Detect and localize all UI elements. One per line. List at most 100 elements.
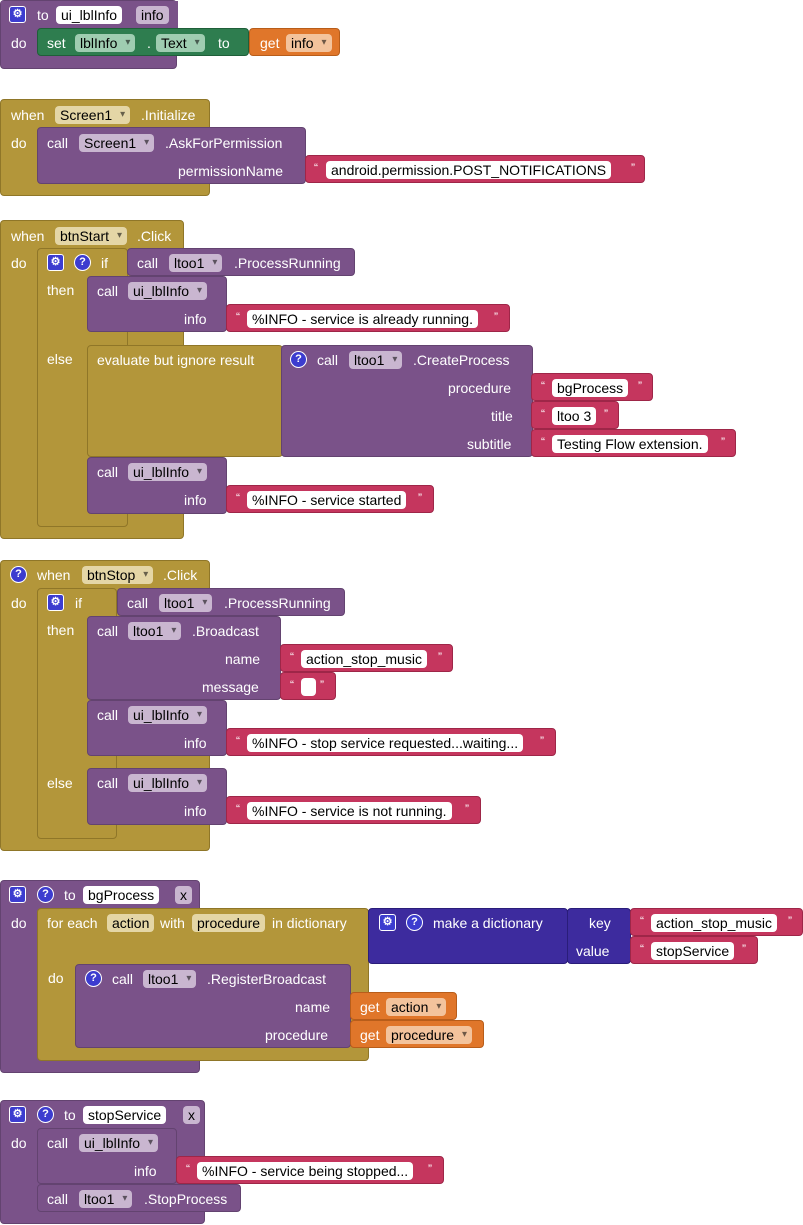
component-dropdown[interactable]: btnStart — [55, 227, 128, 245]
text-field[interactable]: action_stop_music — [301, 650, 427, 668]
call-keyword: call — [97, 707, 119, 723]
loop-var-value[interactable]: procedure — [192, 914, 266, 932]
text-field[interactable]: %INFO - service is not running. — [247, 802, 452, 820]
help-icon[interactable]: ? — [85, 970, 102, 987]
set-lblinfo-text-block[interactable]: set lblInfo . Text to — [37, 28, 249, 56]
text-field[interactable]: %INFO - service being stopped... — [197, 1162, 414, 1180]
procedure-dropdown[interactable]: ui_lblInfo — [128, 282, 208, 300]
open-quote: “ — [236, 734, 240, 748]
for-each-keyword: for each — [47, 915, 98, 931]
call-createprocess-block[interactable]: ? call ltoo1 .CreateProcess procedure ti… — [281, 345, 533, 457]
event-name: .Initialize — [141, 107, 196, 123]
call-ui-lblinfo-requested[interactable]: call ui_lblInfo info — [87, 700, 227, 756]
pair-block[interactable]: key value — [567, 908, 631, 964]
call-ui-lblinfo-stopping[interactable]: call ui_lblInfo info — [37, 1128, 177, 1184]
call-registerbroadcast-block[interactable]: ? call ltoo1 .RegisterBroadcast name pro… — [75, 964, 351, 1048]
procedure-name-field[interactable]: ui_lblInfo — [56, 6, 123, 24]
component-dropdown[interactable]: lblInfo — [75, 34, 136, 52]
variable-dropdown[interactable]: action — [386, 998, 447, 1016]
open-quote: “ — [236, 491, 240, 505]
text-message[interactable]: “ ” — [280, 672, 336, 700]
procedure-dropdown[interactable]: ui_lblInfo — [128, 463, 208, 481]
loop-var-key[interactable]: action — [107, 914, 155, 932]
message-label: message — [202, 679, 259, 695]
text-field[interactable]: action_stop_music — [651, 914, 777, 932]
text-msg-stopping[interactable]: “ %INFO - service being stopped... ” — [176, 1156, 444, 1184]
component-dropdown[interactable]: Screen1 — [79, 134, 155, 152]
help-icon[interactable]: ? — [74, 254, 91, 271]
text-msg-not-running[interactable]: “ %INFO - service is not running. ” — [226, 796, 481, 824]
call-askforpermission-block[interactable]: call Screen1 .AskForPermission permissio… — [37, 127, 306, 184]
open-quote: “ — [290, 678, 294, 692]
help-icon[interactable]: ? — [290, 351, 307, 368]
get-action-block[interactable]: get action — [350, 992, 457, 1020]
procedure-name-field[interactable]: stopService — [83, 1106, 167, 1124]
text-value[interactable]: “ stopService ” — [630, 936, 758, 964]
text-field[interactable]: bgProcess — [552, 379, 629, 397]
text-subtitle[interactable]: “ Testing Flow extension. ” — [531, 429, 736, 457]
text-msg-running[interactable]: “ %INFO - service is already running. ” — [226, 304, 510, 332]
text-field[interactable]: %INFO - service is already running. — [247, 310, 478, 328]
close-quote: ” — [438, 650, 442, 664]
variable-dropdown[interactable]: info — [286, 34, 332, 52]
component-dropdown[interactable]: ltoo1 — [349, 351, 403, 369]
component-dropdown[interactable]: ltoo1 — [143, 970, 197, 988]
procedure-dropdown[interactable]: ui_lblInfo — [79, 1134, 159, 1152]
text-field[interactable]: android.permission.POST_NOTIFICATIONS — [326, 161, 612, 179]
component-dropdown[interactable]: ltoo1 — [128, 622, 182, 640]
call-stopprocess-block[interactable]: call ltoo1 .StopProcess — [37, 1184, 241, 1212]
help-icon[interactable]: ? — [406, 914, 423, 931]
text-field[interactable]: %INFO - stop service requested...waiting… — [247, 734, 524, 752]
component-dropdown[interactable]: btnStop — [82, 566, 154, 584]
call-broadcast-block[interactable]: call ltoo1 .Broadcast name message — [87, 616, 281, 700]
get-info-block[interactable]: get info — [249, 28, 340, 56]
procedure-dropdown[interactable]: ui_lblInfo — [128, 706, 208, 724]
component-dropdown[interactable]: ltoo1 — [159, 594, 213, 612]
gear-icon[interactable]: ⚙ — [47, 254, 64, 271]
close-quote: ” — [320, 678, 324, 692]
component-dropdown[interactable]: ltoo1 — [79, 1190, 133, 1208]
text-field[interactable]: Testing Flow extension. — [552, 435, 708, 453]
text-permission[interactable]: “ android.permission.POST_NOTIFICATIONS … — [305, 155, 645, 183]
text-bgprocess[interactable]: “ bgProcess ” — [531, 373, 653, 401]
variable-dropdown[interactable]: procedure — [386, 1026, 473, 1044]
do-keyword: do — [11, 255, 27, 271]
name-label: name — [295, 999, 331, 1015]
gear-icon[interactable]: ⚙ — [9, 886, 26, 903]
help-icon[interactable]: ? — [10, 566, 27, 583]
param-info[interactable]: info — [136, 6, 169, 24]
text-msg-started[interactable]: “ %INFO - service started ” — [226, 485, 434, 513]
param-x[interactable]: x — [183, 1106, 200, 1124]
make-dictionary-block[interactable]: ⚙ ? make a dictionary — [368, 908, 568, 964]
call-ui-lblinfo-not-running[interactable]: call ui_lblInfo info — [87, 768, 227, 825]
when-keyword: when — [11, 228, 45, 244]
procedure-dropdown[interactable]: ui_lblInfo — [128, 774, 208, 792]
text-field[interactable]: %INFO - service started — [247, 491, 407, 509]
call-ui-lblinfo-running[interactable]: call ui_lblInfo info — [87, 276, 227, 332]
call-processrunning-block[interactable]: call ltoo1 .ProcessRunning — [117, 588, 345, 616]
property-dropdown[interactable]: Text — [156, 34, 205, 52]
help-icon[interactable]: ? — [37, 1106, 54, 1123]
gear-icon[interactable]: ⚙ — [9, 1106, 26, 1123]
call-keyword: call — [137, 255, 159, 271]
get-procedure-block[interactable]: get procedure — [350, 1020, 484, 1048]
text-key[interactable]: “ action_stop_music ” — [630, 908, 803, 936]
text-field[interactable]: stopService — [651, 942, 735, 960]
gear-icon[interactable]: ⚙ — [47, 594, 64, 611]
call-processrunning-block[interactable]: call ltoo1 .ProcessRunning — [127, 248, 355, 276]
text-field[interactable]: ltoo 3 — [552, 407, 597, 425]
text-field-empty[interactable] — [301, 678, 316, 696]
component-dropdown[interactable]: Screen1 — [55, 106, 131, 124]
procedure-ui-lblinfo[interactable]: ⚙ to ui_lblInfo info do — [0, 0, 178, 69]
text-name[interactable]: “ action_stop_music ” — [280, 644, 453, 672]
gear-icon[interactable]: ⚙ — [9, 6, 26, 23]
call-ui-lblinfo-started[interactable]: call ui_lblInfo info — [87, 457, 227, 514]
evaluate-ignore-block[interactable]: evaluate but ignore result — [87, 345, 283, 457]
text-title[interactable]: “ ltoo 3 ” — [531, 401, 619, 429]
text-msg-requested[interactable]: “ %INFO - stop service requested...waiti… — [226, 728, 556, 756]
param-x[interactable]: x — [175, 886, 192, 904]
procedure-name-field[interactable]: bgProcess — [83, 886, 160, 904]
gear-icon[interactable]: ⚙ — [379, 914, 396, 931]
help-icon[interactable]: ? — [37, 886, 54, 903]
component-dropdown[interactable]: ltoo1 — [169, 254, 223, 272]
